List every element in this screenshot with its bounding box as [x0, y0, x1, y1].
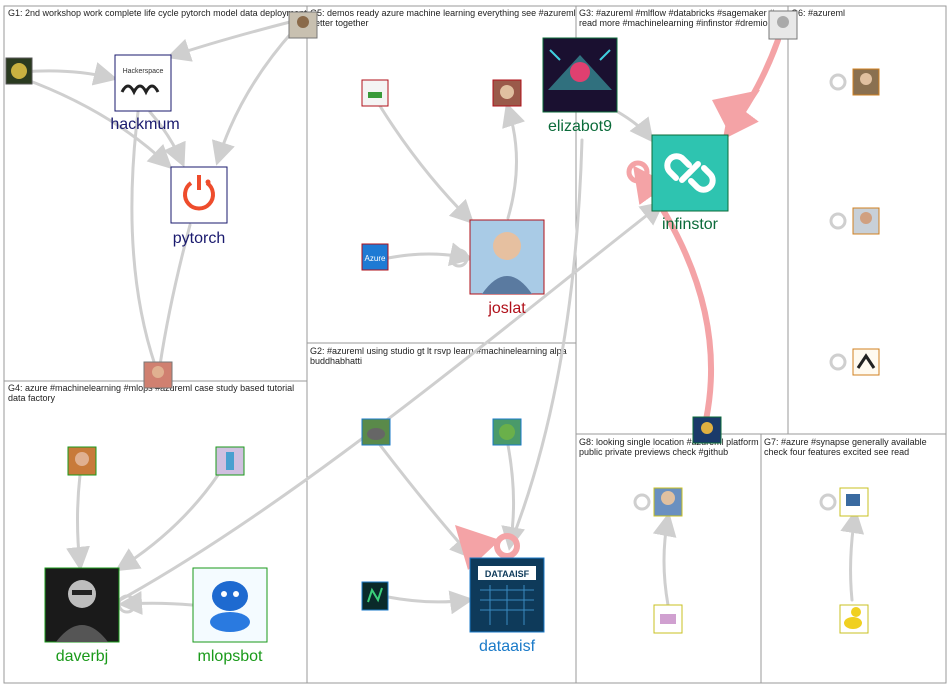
group-label-g6: G6: #azureml [791, 8, 845, 18]
large-nodes: Hackerspace hackmum pytorch joslat [44, 37, 729, 665]
node-elizabot9[interactable]: elizabot9 [542, 37, 618, 135]
edge [508, 138, 584, 547]
edge [616, 110, 654, 143]
node-thumb[interactable] [839, 487, 869, 517]
node-thumb[interactable] [143, 361, 173, 389]
group-label-g8-line2: public private previews check #github [579, 447, 728, 457]
group-label-g3: G3: #azureml #mlflow #databricks #sagema… [579, 8, 789, 18]
node-mlopsbot[interactable]: mlopsbot [192, 567, 268, 665]
edge [130, 110, 157, 367]
edge [378, 443, 474, 560]
node-label-hackmum: hackmum [110, 116, 179, 133]
self-loop-highlight [494, 533, 520, 559]
small-nodes: Azure [5, 10, 880, 634]
node-label-pytorch: pytorch [173, 230, 225, 247]
dataaisf-logo-icon: DATAAISF [478, 566, 536, 625]
svg-text:DATAAISF: DATAAISF [485, 569, 530, 579]
node-thumb[interactable] [5, 57, 33, 85]
edge [166, 20, 292, 62]
node-daverbj[interactable]: daverbj [44, 567, 120, 665]
node-infinstor[interactable]: infinstor [651, 134, 729, 233]
node-pytorch[interactable]: pytorch [170, 166, 228, 247]
node-azure-tile[interactable]: Azure [361, 243, 389, 271]
pytorch-logo-icon [183, 175, 215, 211]
node-thumb[interactable] [768, 10, 798, 40]
group-label-g5: G5: demos ready azure machine learning e… [310, 8, 576, 18]
node-dataaisf[interactable]: DATAAISF dataaisf [469, 557, 545, 655]
node-thumb[interactable] [653, 604, 683, 634]
node-thumb[interactable] [67, 446, 97, 476]
node-thumb[interactable] [215, 446, 245, 476]
edge [386, 590, 474, 615]
robot-art-icon [548, 49, 612, 90]
node-label-dataaisf: dataaisf [479, 638, 536, 655]
person-avatar-icon [482, 232, 532, 294]
node-hackmum[interactable]: Hackerspace hackmum [110, 54, 180, 133]
edges [20, 20, 865, 615]
edge [148, 110, 186, 168]
self-loop-highlight [626, 160, 650, 184]
edge [20, 62, 118, 86]
arrowhead-highlight [455, 525, 500, 570]
person-avatar-icon [56, 580, 108, 642]
infinstor-logo-icon [664, 153, 716, 193]
self-loop [449, 248, 469, 268]
self-loop [829, 73, 847, 91]
panel-g7 [760, 433, 947, 684]
node-label-daverbj: daverbj [56, 648, 108, 665]
node-thumb[interactable] [288, 11, 318, 39]
node-label-joslat: joslat [487, 300, 526, 317]
group-label-g7-line2: check four features excited see read [764, 447, 909, 457]
self-loops [117, 73, 847, 614]
edge [386, 242, 474, 267]
node-thumb[interactable] [852, 348, 880, 376]
node-thumb[interactable] [492, 418, 522, 446]
hackerspace-logo-icon: Hackerspace [123, 68, 164, 75]
node-thumb[interactable] [852, 207, 880, 235]
node-label-elizabot9: elizabot9 [548, 118, 612, 135]
group-label-g8: G8: looking single location #azureml pla… [579, 437, 759, 447]
node-thumb[interactable] [361, 581, 389, 611]
node-label-infinstor: infinstor [662, 216, 719, 233]
group-label-g4-line2: data factory [8, 393, 56, 403]
robot-icon [210, 581, 250, 632]
node-thumb[interactable] [361, 418, 391, 446]
node-thumb[interactable] [692, 416, 722, 444]
edge [501, 443, 525, 551]
edge [118, 591, 194, 615]
node-joslat[interactable]: joslat [469, 219, 545, 317]
group-label-g7: G7: #azure #synapse generally available [764, 437, 927, 447]
self-loop [829, 212, 847, 230]
edge [20, 76, 173, 170]
edge [211, 28, 296, 166]
duck-icon[interactable] [839, 604, 869, 634]
edge [66, 473, 90, 571]
node-thumb[interactable] [492, 79, 522, 107]
edge [840, 509, 865, 602]
group-label-g2: G2: #azureml using studio gt lt rsvp lea… [310, 346, 567, 356]
self-loop [633, 493, 651, 511]
azure-tile-label: Azure [365, 254, 386, 263]
edge [652, 512, 677, 607]
edge [118, 201, 665, 602]
group-label-g5-line2: better together [310, 18, 369, 28]
group-label-g1: G1: 2nd workshop work complete life cycl… [8, 8, 307, 18]
node-thumb[interactable] [361, 79, 389, 107]
group-label-g2-line2: buddhabhatti [310, 356, 362, 366]
node-thumb[interactable] [653, 487, 683, 517]
edge [114, 473, 220, 572]
node-thumb[interactable] [852, 68, 880, 96]
edge [158, 223, 192, 367]
panel-g8 [575, 433, 762, 684]
node-label-mlopsbot: mlopsbot [198, 648, 263, 665]
edge [502, 102, 525, 220]
self-loop [819, 493, 837, 511]
group-label-g3-line2: read more #machinelearning #infinstor #d… [579, 18, 768, 28]
self-loop [829, 353, 847, 371]
edge [378, 104, 475, 225]
arrowhead-highlight [712, 90, 760, 135]
